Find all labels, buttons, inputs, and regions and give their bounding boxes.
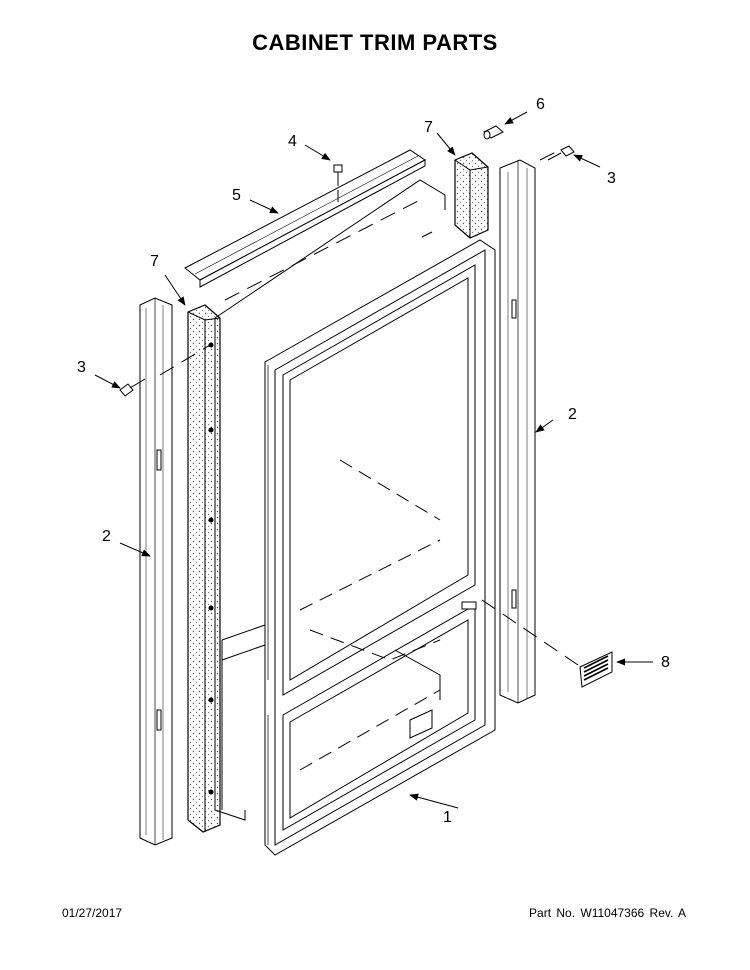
footer-date: 01/27/2017 [62,906,123,920]
screw-part-4 [333,164,343,186]
right-side-trim-part-2 [499,159,536,704]
screw-part-3-right [547,145,575,161]
callout-5: 5 [232,187,241,204]
plug-part-6 [483,125,504,140]
callout-3-left: 3 [77,359,86,376]
right-gasket-part-7 [454,152,489,239]
top-trim-part-5 [184,149,426,288]
callout-2-right: 2 [568,406,577,423]
assembly-lines [159,151,579,666]
door-panel-part-1 [264,239,496,856]
callout-8: 8 [661,654,670,671]
left-side-trim-part-2 [139,297,173,846]
screw-part-3-left [119,378,146,397]
left-gasket-part-7 [187,304,221,833]
callout-7-left: 7 [150,253,159,270]
callout-1: 1 [443,809,452,826]
footer-part-number: Part No. W11047366 Rev. A [529,906,686,920]
callout-4: 4 [288,133,297,150]
callout-7-right: 7 [424,119,433,136]
diagram-title: CABINET TRIM PARTS [252,30,498,55]
callout-2-left: 2 [102,528,111,545]
callout-arrows [94,111,653,809]
badge-plate-part-8 [579,651,613,688]
callout-6: 6 [536,96,545,113]
callout-3-right: 3 [607,170,616,187]
